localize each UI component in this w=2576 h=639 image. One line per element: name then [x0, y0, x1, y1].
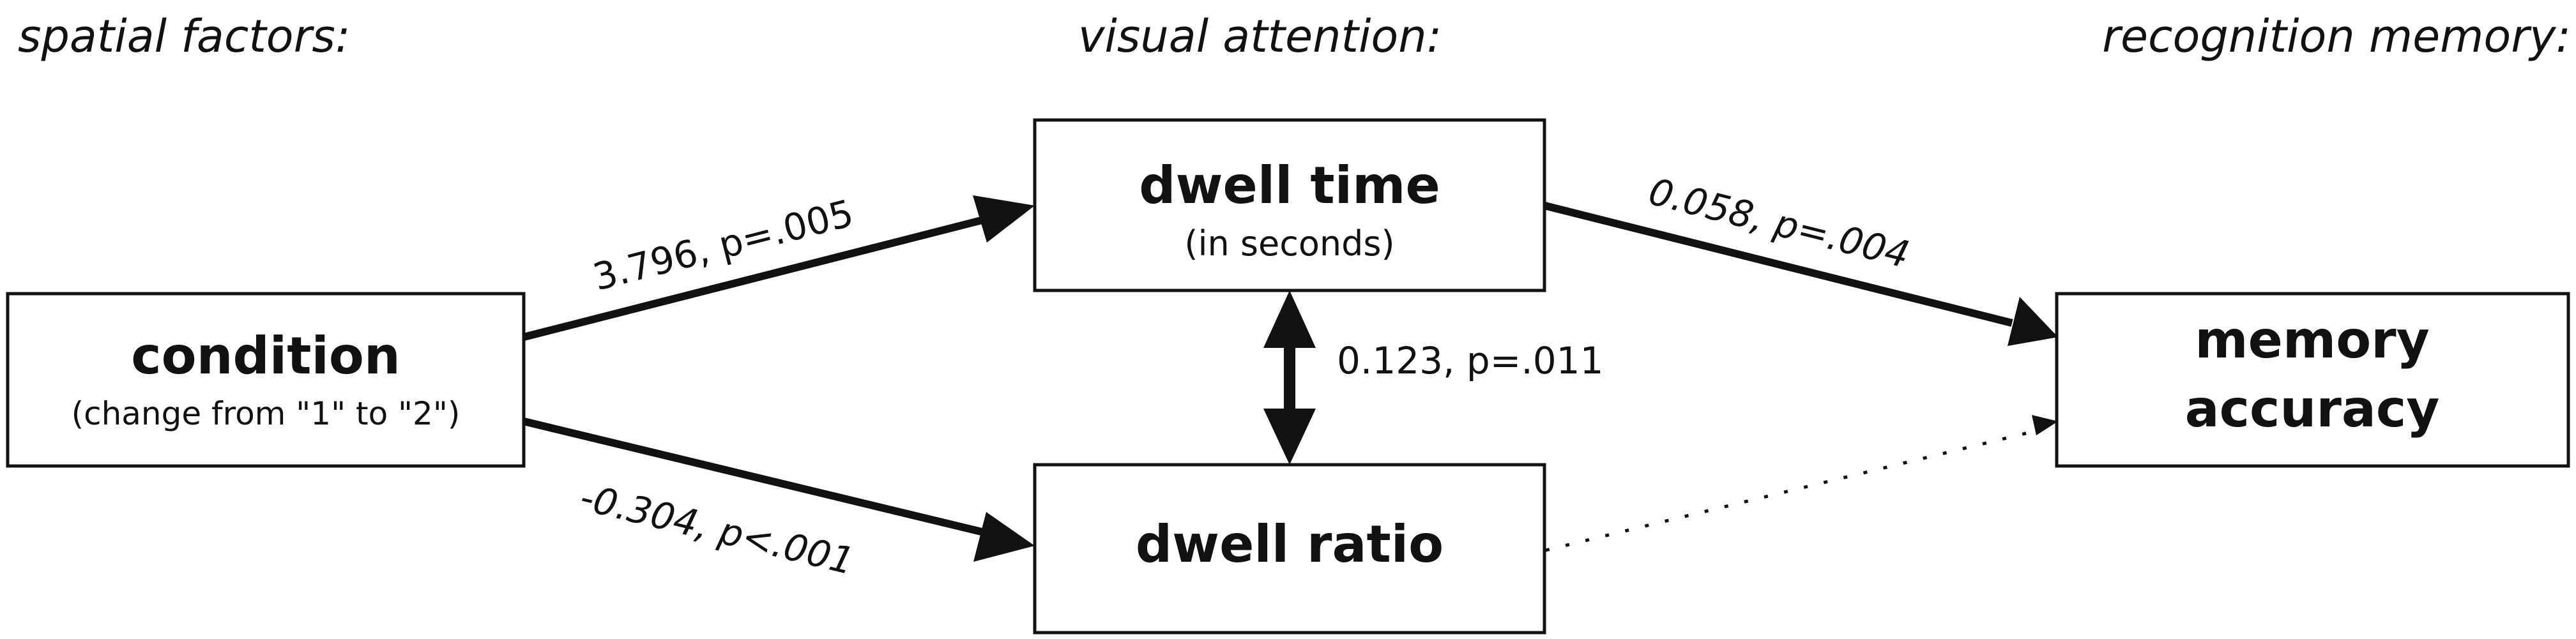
arrow-condition-to-dwell-ratio	[522, 417, 988, 537]
arrowhead-condition-to-dwell-ratio	[973, 512, 1035, 562]
header-spatial-factors: spatial factors:	[18, 10, 351, 63]
arrowhead-up-dwell-time	[1263, 290, 1316, 348]
dwell-time-title: dwell time	[1139, 156, 1440, 215]
path-dwell-ratio-to-memory	[1545, 431, 2029, 552]
arrowhead-down-dwell-ratio	[1263, 409, 1316, 465]
memory-accuracy-title-line2: accuracy	[2185, 379, 2440, 439]
header-recognition-memory: recognition memory:	[2102, 10, 2571, 63]
arrowhead-condition-to-dwell-time	[973, 195, 1035, 243]
arrow-condition-to-dwell-time	[522, 215, 988, 341]
arrowhead-dwell-ratio-to-memory	[2032, 415, 2058, 435]
header-visual-attention: visual attention:	[1078, 10, 1442, 63]
arrow-dwell-time-to-memory	[1543, 202, 2013, 327]
memory-accuracy-box	[2055, 292, 2570, 468]
condition-title: condition	[131, 326, 400, 386]
condition-box	[6, 292, 526, 468]
condition-subtitle: (change from "1" to "2")	[72, 395, 461, 432]
arrowhead-dwell-time-to-memory	[2008, 297, 2058, 346]
label-dwell-time-to-memory: 0.058, p=.004	[1645, 170, 1914, 277]
label-dwell-time-dwell-ratio: 0.123, p=.011	[1337, 339, 1603, 382]
dwell-time-subtitle: (in seconds)	[1184, 223, 1394, 264]
dwell-ratio-title: dwell ratio	[1136, 515, 1444, 574]
memory-accuracy-title-line1: memory	[2195, 310, 2430, 370]
